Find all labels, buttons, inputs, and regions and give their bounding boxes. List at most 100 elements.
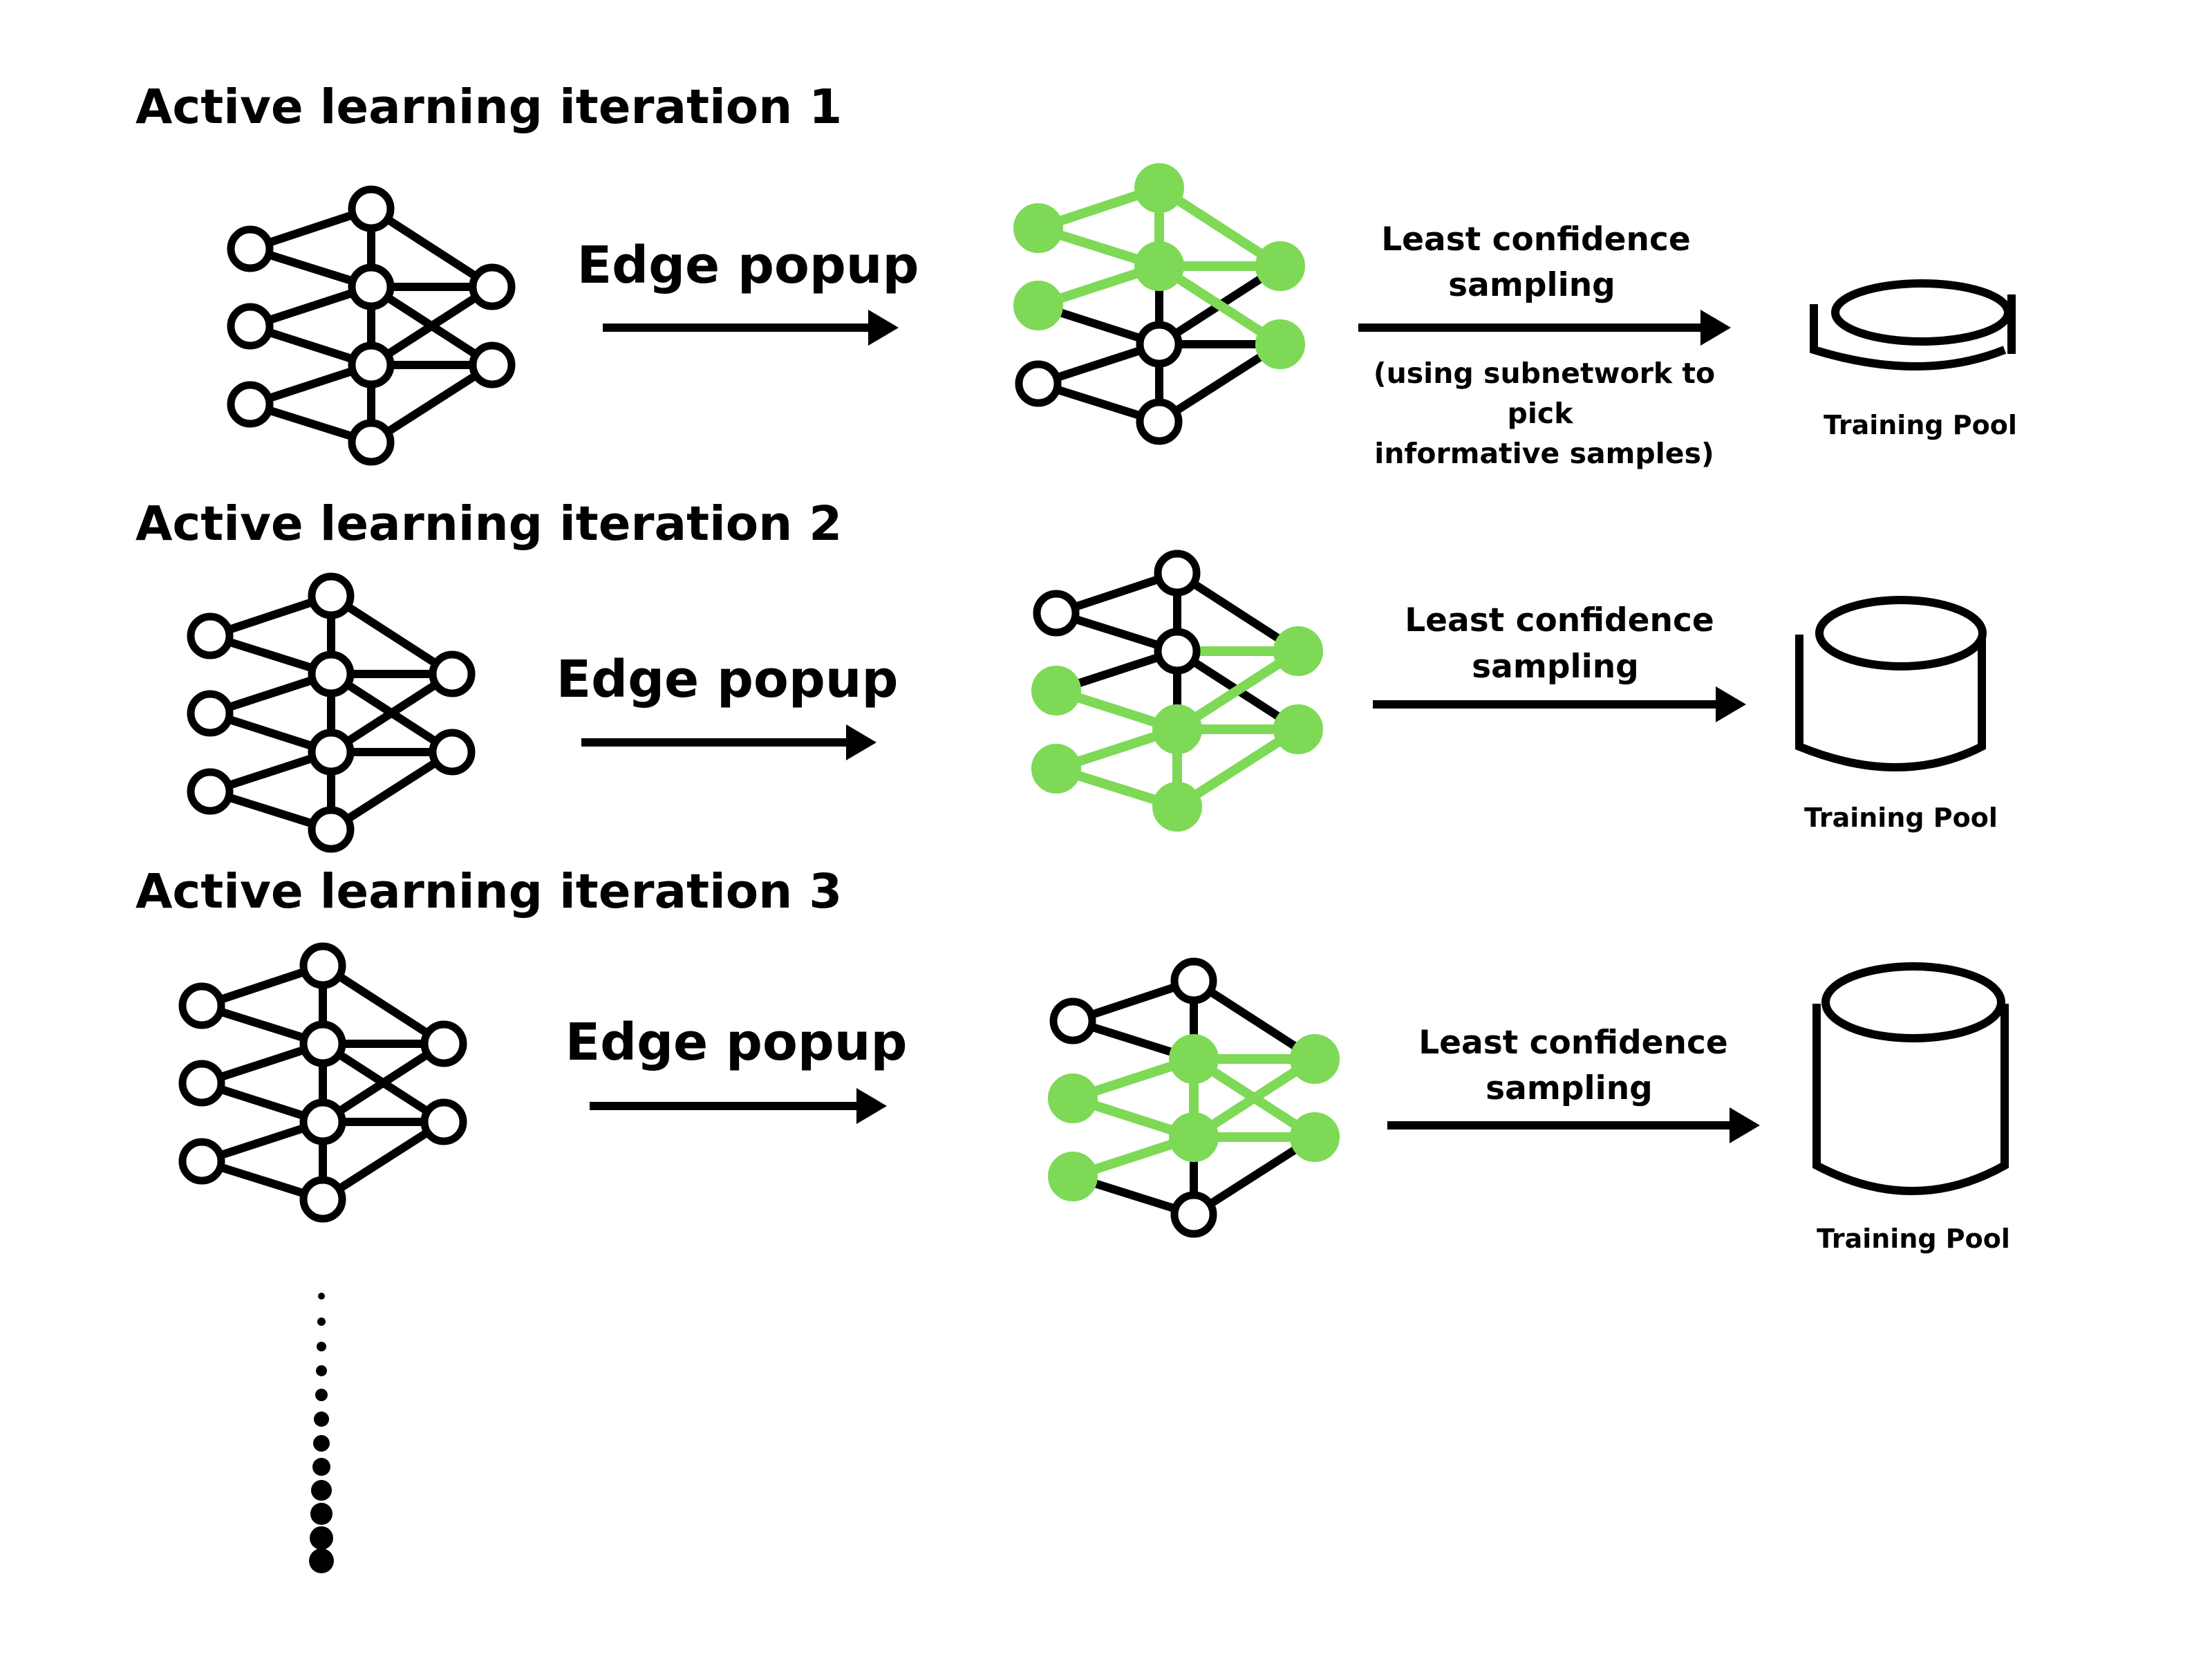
subnetwork-node: [1290, 1034, 1340, 1084]
network-node: [308, 806, 355, 853]
network-node: [227, 303, 274, 350]
continuation-dot: [317, 1318, 326, 1326]
continuation-dot: [312, 1458, 330, 1476]
subnetwork-node: [1031, 666, 1081, 715]
subnetwork-3: [1048, 957, 1340, 1238]
sampling-note-line-3: informative samples): [1374, 437, 1714, 470]
network-node: [1033, 590, 1080, 637]
network-node: [187, 768, 234, 815]
subnetwork-2: [1031, 550, 1323, 832]
iteration-2: Active learning iteration 2 Edge popup L…: [135, 496, 1998, 853]
network-node: [1136, 321, 1183, 368]
subnetwork-node: [1273, 626, 1323, 676]
network-node: [1015, 360, 1062, 407]
network-node: [429, 729, 476, 776]
training-pool-cylinder: [1812, 962, 2009, 1195]
network-edge: [319, 1040, 448, 1126]
training-pool-label: Training Pool: [1817, 1224, 2010, 1254]
continuation-dot: [315, 1389, 328, 1401]
edge-popup-label: Edge popup: [565, 1013, 908, 1072]
sampling-note-line-2: pick: [1508, 397, 1575, 430]
iteration-1: Active learning iteration 1 Edge popup L…: [135, 79, 2017, 470]
sampling-label-line-1: Least confidence: [1418, 1024, 1728, 1062]
subnetwork-node: [1169, 1034, 1219, 1084]
network-edge: [367, 283, 496, 369]
network-node: [1136, 398, 1183, 445]
continuation-dot: [310, 1526, 333, 1550]
network-node: [227, 381, 274, 428]
continuation-dot: [309, 1548, 334, 1573]
network-node: [348, 419, 395, 466]
continuation-dot: [310, 1503, 332, 1525]
network-node: [227, 225, 274, 272]
network-edge: [327, 670, 456, 756]
continuation-dot: [316, 1365, 327, 1376]
subnetwork-node: [1134, 241, 1184, 291]
iteration-title: Active learning iteration 2: [135, 496, 842, 552]
continuation-dots: [309, 1293, 334, 1573]
network-node: [1170, 1191, 1217, 1238]
subnetwork-node: [1255, 319, 1305, 369]
network-node: [299, 942, 346, 989]
continuation-dot: [318, 1293, 325, 1300]
training-pool-cylinder: [1795, 596, 1987, 771]
sampling-label-line-2: sampling: [1472, 648, 1639, 686]
edge-popup-arrow: [581, 724, 877, 760]
subnetwork-node: [1031, 744, 1081, 794]
continuation-dot: [311, 1480, 332, 1501]
network-node: [469, 341, 516, 388]
network-node: [469, 263, 516, 310]
network-node: [429, 650, 476, 697]
edge-popup-label: Edge popup: [556, 650, 899, 709]
network-node: [348, 185, 395, 232]
iteration-title: Active learning iteration 1: [135, 79, 842, 135]
network-edge: [319, 962, 448, 1048]
continuation-dot: [313, 1435, 330, 1452]
network-node: [348, 263, 395, 310]
network-node: [1154, 550, 1201, 597]
training-pool-label: Training Pool: [1824, 410, 2017, 440]
sampling-label-line-2: sampling: [1485, 1069, 1653, 1107]
network-edge: [327, 748, 456, 834]
subnetwork-node: [1048, 1074, 1098, 1123]
training-pool-cylinder: [1810, 279, 2016, 371]
network-node: [299, 1176, 346, 1223]
subnetwork-node: [1013, 203, 1063, 253]
subnetwork-1: [1013, 163, 1305, 445]
network-node: [299, 1020, 346, 1067]
edge-popup-arrow: [590, 1088, 887, 1124]
network-node: [308, 729, 355, 776]
network-node: [420, 1098, 467, 1145]
sampling-arrow: [1358, 310, 1731, 346]
sampling-arrow: [1387, 1107, 1760, 1143]
subnetwork-node: [1013, 281, 1063, 330]
edge-popup-label: Edge popup: [577, 236, 919, 295]
network-node: [420, 1020, 467, 1067]
network-node: [1170, 957, 1217, 1004]
network-node: [187, 612, 234, 659]
subnetwork-node: [1048, 1152, 1098, 1201]
network-edge: [327, 592, 456, 678]
subnetwork-node: [1290, 1112, 1340, 1162]
network-node: [308, 650, 355, 697]
training-pool-label: Training Pool: [1804, 803, 1998, 833]
subnetwork-node: [1152, 782, 1202, 832]
sampling-note-line-1: (using subnetwork to: [1374, 357, 1715, 390]
network-node: [1154, 628, 1201, 675]
subnetwork-node: [1169, 1112, 1219, 1162]
subnetwork-node: [1134, 163, 1184, 213]
edge-popup-arrow: [603, 310, 899, 346]
sampling-label-line-1: Least confidence: [1381, 221, 1691, 259]
sampling-arrow: [1373, 686, 1746, 722]
network-node: [348, 341, 395, 388]
continuation-dot: [317, 1342, 326, 1351]
subnetwork-node: [1152, 704, 1202, 754]
network-node: [178, 1138, 225, 1185]
subnetwork-node: [1255, 241, 1305, 291]
network-edge: [319, 1118, 448, 1203]
network-edge: [367, 361, 496, 447]
continuation-dot: [314, 1412, 329, 1427]
sampling-label-line-1: Least confidence: [1405, 601, 1714, 639]
network-node: [178, 1060, 225, 1107]
